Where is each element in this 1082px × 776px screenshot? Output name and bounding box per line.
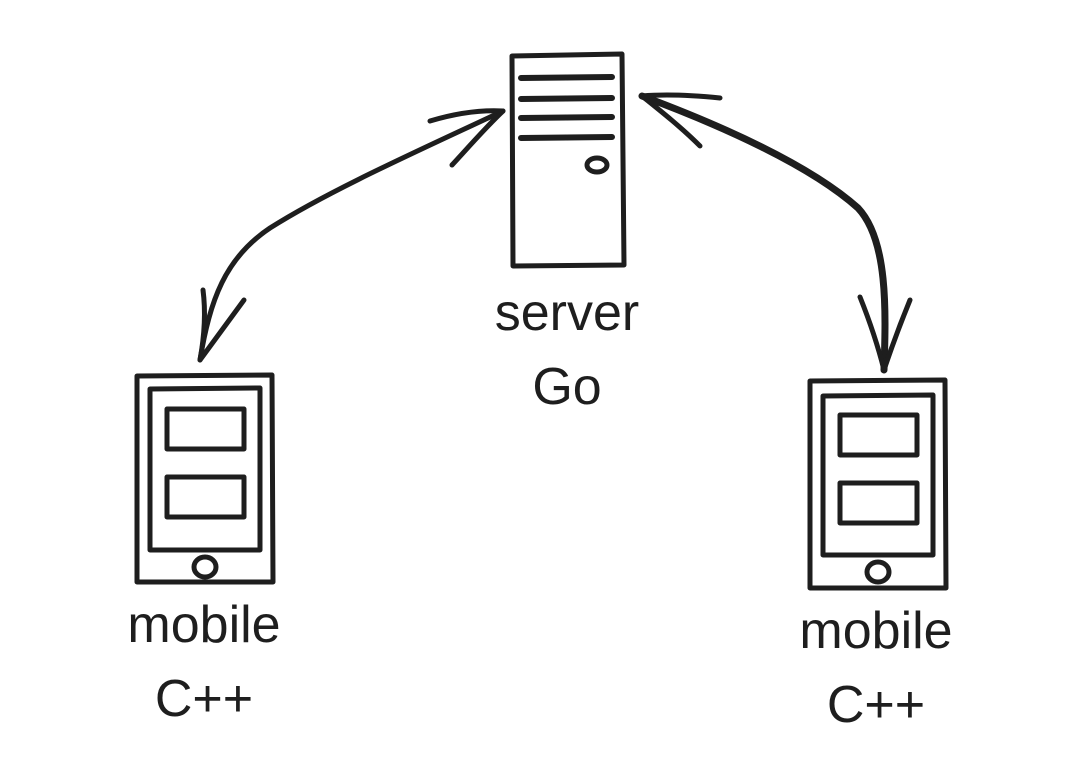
connector-left-server bbox=[197, 108, 506, 363]
mobile-right-name-label: mobile bbox=[799, 602, 952, 660]
server-tower-icon bbox=[509, 51, 627, 269]
mobile-right-language-label: C++ bbox=[827, 676, 925, 734]
arrowhead-server-end bbox=[639, 92, 723, 149]
connector-line bbox=[638, 92, 889, 374]
mobile-left-node: mobile C++ bbox=[127, 372, 281, 728]
server-node: server Go bbox=[495, 51, 639, 416]
server-language-label: Go bbox=[532, 358, 601, 416]
arrowhead-mobile-end bbox=[197, 287, 247, 363]
arrowhead-mobile-end bbox=[857, 294, 913, 373]
arrowhead-server-end bbox=[427, 108, 506, 168]
mobile-phone-icon bbox=[134, 372, 276, 585]
mobile-left-language-label: C++ bbox=[155, 670, 253, 728]
mobile-phone-icon bbox=[807, 377, 949, 591]
mobile-right-node: mobile C++ bbox=[799, 377, 953, 734]
connector-server-right bbox=[638, 92, 913, 374]
server-name-label: server bbox=[495, 284, 639, 342]
mobile-left-name-label: mobile bbox=[127, 596, 280, 654]
connector-line bbox=[197, 108, 506, 363]
